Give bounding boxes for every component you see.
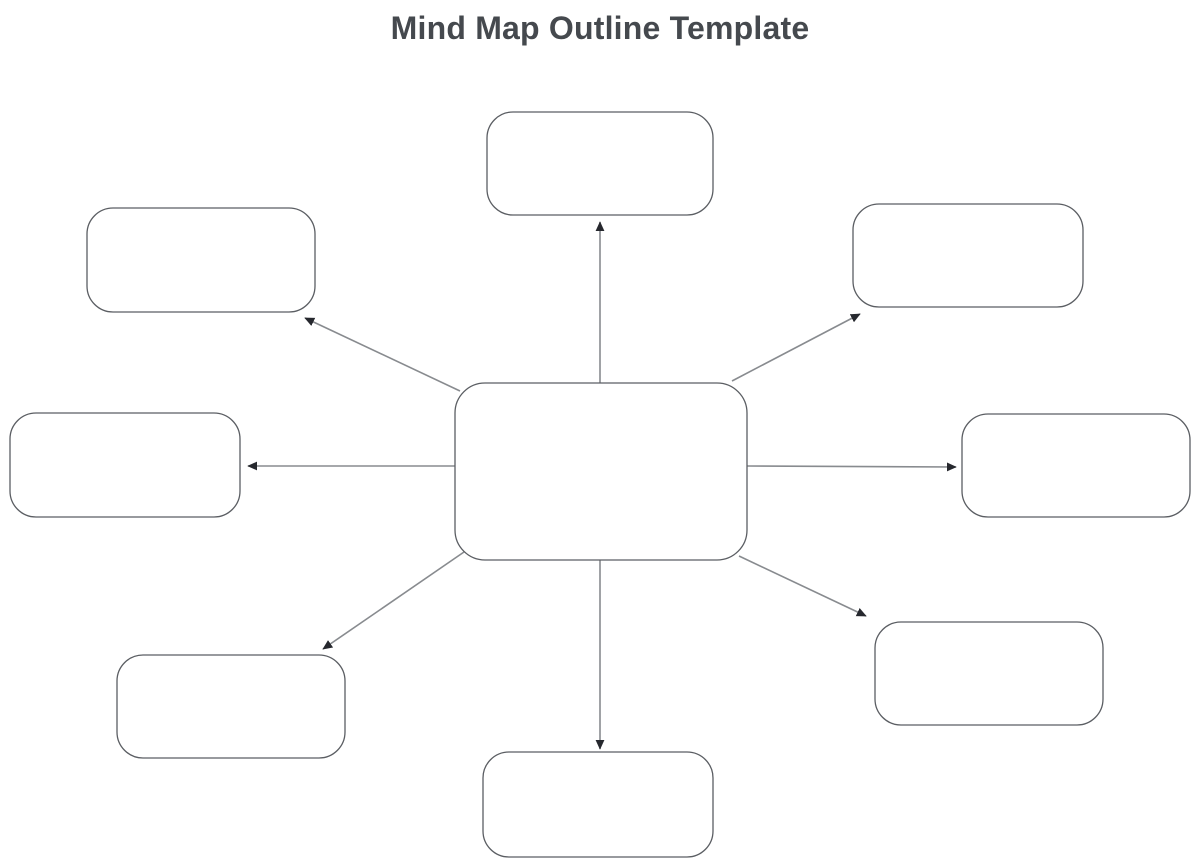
connector-center-to-top-right — [731, 313, 861, 382]
connector-center-to-right — [746, 462, 957, 472]
child-node-bottom-right[interactable] — [874, 621, 1104, 726]
child-node-top-right[interactable] — [852, 203, 1084, 308]
child-node-left[interactable] — [9, 412, 241, 518]
child-node-bottom[interactable] — [482, 751, 714, 858]
connector-center-to-bottom-right — [738, 555, 867, 617]
connector-center-to-top-left — [304, 317, 461, 392]
central-topic-node[interactable] — [454, 382, 748, 561]
child-node-top-left[interactable] — [86, 207, 316, 313]
child-node-right[interactable] — [961, 413, 1191, 518]
diagram-title: Mind Map Outline Template — [390, 10, 810, 46]
child-node-top[interactable] — [486, 111, 714, 216]
child-node-bottom-left[interactable] — [116, 654, 346, 759]
connector-center-to-bottom-left — [322, 551, 465, 650]
